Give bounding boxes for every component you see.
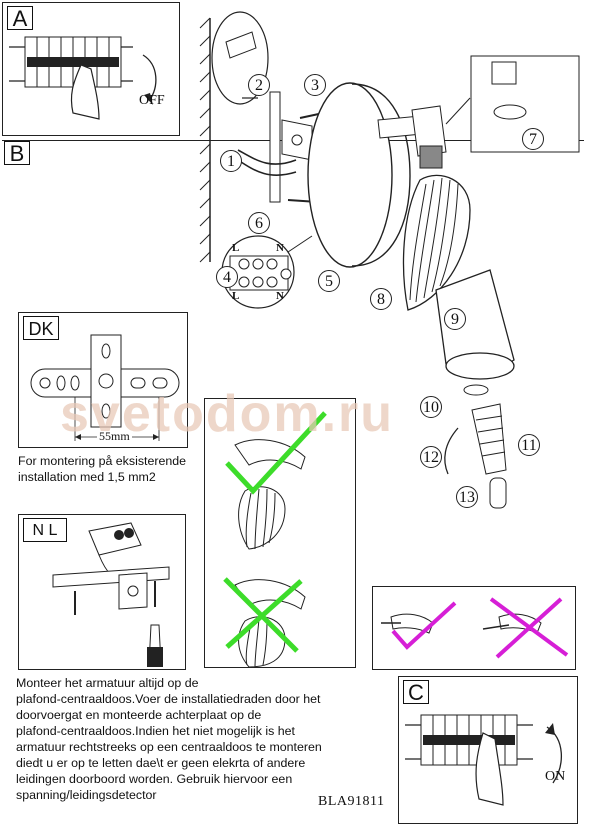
voltage-tester-illustration xyxy=(381,597,569,659)
nl-junction-box-illustration xyxy=(52,522,170,667)
step-1: 1 xyxy=(220,150,242,172)
step-11: 11 xyxy=(518,434,540,456)
step-2: 2 xyxy=(248,74,270,96)
panel-dk: DK 55mm xyxy=(18,312,188,448)
nl-text-line-1: Monteer het armatuur altijd op de xyxy=(16,676,199,690)
step-4: 4 xyxy=(216,266,238,288)
step-8: 8 xyxy=(370,288,392,310)
terminal-label-top-l: L xyxy=(232,242,240,254)
shade-handling-illustration xyxy=(223,411,327,668)
dk-dimension: 55mm xyxy=(97,429,132,444)
nl-text-line-7: leidingen doorboord worden. Gebruik hier… xyxy=(16,772,293,786)
panel-nl: N L xyxy=(18,514,186,670)
dk-mounting-plate xyxy=(30,334,180,441)
panel-a-label: A xyxy=(7,6,33,31)
panel-voltage-tester xyxy=(372,586,576,670)
step-9: 9 xyxy=(444,308,466,330)
panel-dk-label: DK xyxy=(23,316,59,340)
panel-a: A OFF xyxy=(2,2,180,136)
dk-caption-line1: For montering på eksisterende xyxy=(18,454,187,468)
off-label: OFF xyxy=(139,93,165,108)
panel-c: C ON xyxy=(398,676,578,824)
step-6: 6 xyxy=(248,212,270,234)
nl-text-line-3: doorvoergat en monteerde achterplaat op … xyxy=(16,708,262,722)
nl-text-line-4: plafond-centraaldoos.Indien het niet mog… xyxy=(16,724,295,738)
on-label: ON xyxy=(545,769,566,784)
dk-caption-line2: installation med 1,5 mm2 xyxy=(18,470,156,484)
panel-c-label: C xyxy=(403,680,429,705)
step-12: 12 xyxy=(420,446,442,468)
model-number: BLA91811 xyxy=(318,794,385,809)
assembly-illustration xyxy=(199,11,580,509)
step-10: 10 xyxy=(420,396,442,418)
panel-shade-handling xyxy=(204,398,356,668)
panel-b-label: B xyxy=(4,141,30,166)
breaker-box-on-illustration xyxy=(405,714,563,806)
breaker-box-off-illustration xyxy=(9,36,157,120)
nl-text-line-8: spanning/leidingsdetector xyxy=(16,788,157,802)
step-3: 3 xyxy=(304,74,326,96)
nl-text-line-6: diedt u er op te letten dae\t er geen el… xyxy=(16,756,306,770)
step-5: 5 xyxy=(318,270,340,292)
step-13: 13 xyxy=(456,486,478,508)
terminal-label-bottom-l: L xyxy=(232,290,240,302)
nl-text-line-5: armatuur rechtstreeks op een centraaldoo… xyxy=(16,740,322,754)
terminal-label-bottom-n: N xyxy=(276,290,284,302)
nl-text-line-2: plafond-centraaldoos.Voer de installatie… xyxy=(16,692,321,706)
step-7: 7 xyxy=(522,128,544,150)
panel-nl-label: N L xyxy=(23,518,67,542)
terminal-label-top-n: N xyxy=(276,242,284,254)
